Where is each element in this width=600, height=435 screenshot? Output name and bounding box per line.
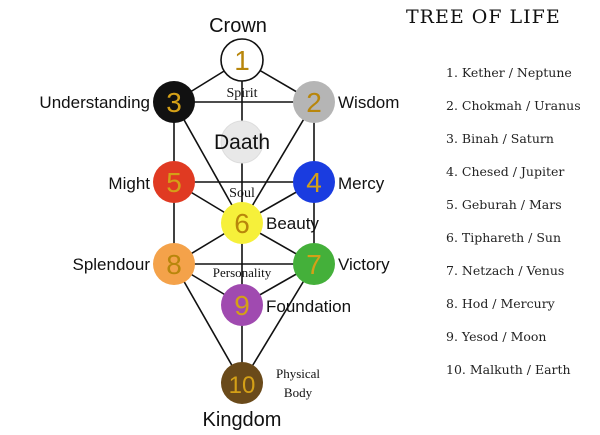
sephirah-label: Victory bbox=[338, 255, 390, 274]
sephirah-node bbox=[293, 161, 335, 203]
sephirah-label: Might bbox=[108, 174, 150, 193]
legend-item: 1. Kether / Neptune bbox=[446, 65, 572, 80]
legend-item: 8. Hod / Mercury bbox=[446, 296, 555, 311]
legend-item: 7. Netzach / Venus bbox=[446, 263, 565, 278]
path-line bbox=[241, 263, 315, 384]
sephirah-number: 4 bbox=[306, 167, 322, 198]
sephirah-number: 1 bbox=[234, 45, 250, 76]
sephirah-label: Understanding bbox=[39, 93, 150, 112]
daath-node bbox=[220, 120, 264, 164]
personality-label: Personality bbox=[213, 265, 272, 280]
sephirah-number: 8 bbox=[166, 249, 182, 280]
sephirah-node bbox=[221, 362, 263, 404]
legend-item: 6. Tiphareth / Sun bbox=[446, 230, 562, 245]
sephirah-node bbox=[153, 81, 195, 123]
soul-label: Soul bbox=[229, 186, 255, 201]
path-line bbox=[173, 263, 243, 384]
sephirah-node bbox=[293, 81, 335, 123]
path-line bbox=[241, 101, 315, 224]
sephirah-label: Crown bbox=[209, 15, 267, 37]
sephirah-number: 7 bbox=[306, 249, 322, 280]
sephirah-number: 9 bbox=[234, 290, 250, 321]
sephirah-label: Kingdom bbox=[203, 409, 282, 431]
path-line bbox=[173, 101, 243, 224]
sephirah-number: 6 bbox=[234, 208, 250, 239]
sephirah-node bbox=[153, 243, 195, 285]
legend-item: 2. Chokmah / Uranus bbox=[446, 98, 581, 113]
sephirah-label: Mercy bbox=[338, 174, 385, 193]
sephirah-node bbox=[153, 161, 195, 203]
sephirah-number: 5 bbox=[166, 167, 182, 198]
sephirah-number: 2 bbox=[306, 87, 322, 118]
sephirot-nodes: Daath 1 2 3 4 5 6 7 8 9 10 bbox=[153, 38, 335, 404]
sephirah-number: 3 bbox=[166, 87, 182, 118]
legend-item: 5. Geburah / Mars bbox=[446, 197, 562, 212]
body-label: Body bbox=[284, 385, 313, 400]
sephirah-node bbox=[293, 243, 335, 285]
sephirah-number: 10 bbox=[229, 372, 256, 399]
spirit-label: Spirit bbox=[226, 86, 257, 101]
legend-item: 9. Yesod / Moon bbox=[446, 329, 547, 344]
legend-item: 4. Chesed / Jupiter bbox=[446, 164, 565, 179]
sephirah-label: Foundation bbox=[266, 297, 351, 316]
physical-label: Physical bbox=[276, 366, 320, 381]
sephirah-node bbox=[221, 202, 263, 244]
legend-list: 1. Kether / Neptune 2. Chokmah / Uranus … bbox=[446, 63, 596, 393]
legend-item: 3. Binah / Saturn bbox=[446, 131, 554, 146]
diagram-title: TREE OF LIFE bbox=[406, 6, 561, 28]
sephirah-label: Beauty bbox=[266, 214, 319, 233]
sephirah-label: Splendour bbox=[72, 255, 150, 274]
sephirah-label: Wisdom bbox=[338, 93, 399, 112]
sephirah-node bbox=[220, 38, 264, 82]
legend-item: 10. Malkuth / Earth bbox=[446, 362, 571, 377]
daath-label: Daath bbox=[214, 131, 270, 154]
sephirah-node bbox=[221, 284, 263, 326]
